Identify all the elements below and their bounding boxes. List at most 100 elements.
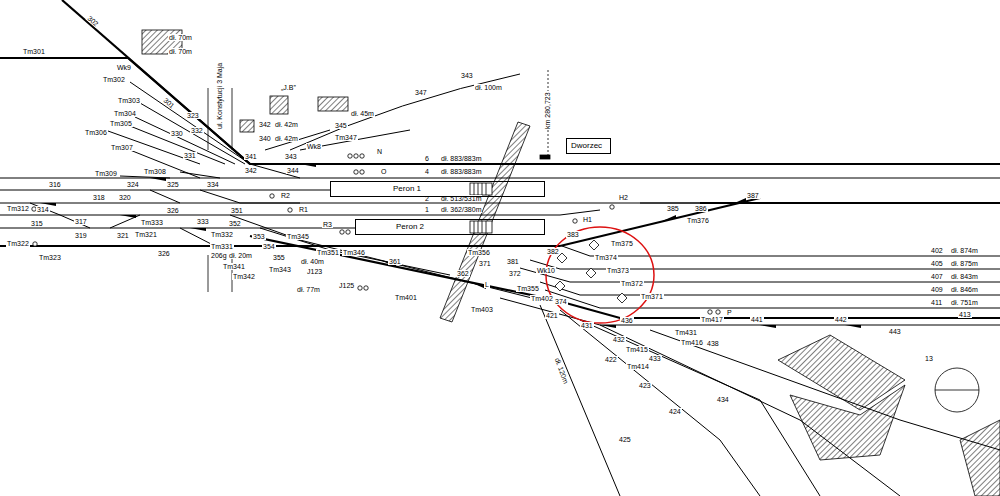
- track-label: 347: [414, 89, 428, 96]
- track-label: 355: [272, 254, 286, 261]
- track-label: 434: [716, 396, 730, 403]
- track-label: 1: [424, 206, 430, 213]
- track-label: dł. 846m: [950, 286, 979, 293]
- track-label: 330: [170, 130, 184, 137]
- track-label: 6: [424, 155, 430, 162]
- track-label: 343: [284, 153, 298, 160]
- track-label: 433: [648, 355, 662, 362]
- highlight-ring: [546, 227, 654, 323]
- track-label: dł. 875m: [950, 260, 979, 267]
- track-label: 351: [230, 207, 244, 214]
- track-label: 321: [116, 232, 130, 239]
- station-building: Dworzec: [566, 138, 611, 154]
- track-label: 342: [244, 167, 258, 174]
- track-label: Tm304: [113, 110, 137, 117]
- track-label: Tm309: [94, 170, 118, 177]
- track-label: O: [380, 168, 387, 175]
- track-label: Tm347: [334, 134, 358, 141]
- track-label: ul. Konstytucji 3 Maja: [216, 62, 223, 130]
- track-label: Tm356: [467, 249, 491, 256]
- track-label: dł. 20m: [228, 252, 253, 259]
- tracks-thick: [0, 0, 1000, 318]
- track-label: P: [726, 309, 733, 316]
- track-label: Tm305: [109, 120, 133, 127]
- track-label: 317: [74, 218, 88, 225]
- track-label: Tm346: [342, 249, 366, 256]
- track-label: dł. 362/380m: [440, 206, 482, 213]
- track-label: 315: [30, 220, 44, 227]
- track-label: Tm374: [594, 254, 618, 261]
- track-label: Tm417: [700, 316, 724, 323]
- track-label: 333: [196, 218, 210, 225]
- track-label: J123: [306, 268, 323, 275]
- track-label: 387: [746, 192, 760, 199]
- track-label: dł. 883/883m: [440, 155, 482, 162]
- track-label: 326: [157, 250, 171, 257]
- track-label: dł. 70m: [168, 34, 193, 41]
- track-label: 413: [958, 311, 972, 318]
- node-label: Dworzec: [571, 142, 602, 150]
- track-label: L: [484, 281, 490, 288]
- track-label: Tm375: [610, 240, 634, 247]
- track-label: Tm376: [686, 217, 710, 224]
- track-label: 331: [183, 152, 197, 159]
- track-label: 421: [545, 312, 559, 319]
- track-label: 341: [244, 153, 258, 160]
- track-label: dł. 42m: [274, 121, 299, 128]
- track-label: 411: [930, 299, 943, 306]
- track-label: 314: [36, 206, 50, 213]
- track-label: 409: [930, 286, 944, 293]
- track-label: Tm308: [143, 168, 167, 175]
- track-label: Tm331: [210, 243, 234, 250]
- track-label: Tm302: [102, 76, 126, 83]
- track-label: R2: [280, 192, 291, 199]
- track-label: Tm322: [6, 240, 30, 247]
- track-label: 316: [48, 181, 62, 188]
- track-label: 405: [930, 260, 944, 267]
- track-label: km 280,723: [544, 91, 551, 130]
- track-label: 352: [228, 220, 242, 227]
- track-label: Tm301: [22, 48, 46, 55]
- track-label: N: [376, 148, 383, 155]
- track-label: 386: [694, 205, 708, 212]
- track-label: 407: [930, 273, 944, 280]
- track-label: dł. 40m: [300, 258, 325, 265]
- track-label: 371: [478, 260, 492, 267]
- track-label: Tm371: [640, 293, 664, 300]
- track-label: Tm414: [626, 363, 650, 370]
- track-label: Tm373: [606, 267, 630, 274]
- track-label: dł. 70m: [168, 48, 193, 55]
- track-label: 438: [706, 340, 720, 347]
- track-label: Wk9: [116, 64, 132, 71]
- track-label: Tm303: [117, 97, 141, 104]
- track-label: 372: [508, 270, 522, 277]
- track-label: 436: [620, 317, 634, 324]
- track-label: 381: [506, 258, 520, 265]
- track-label: Tm401: [394, 294, 418, 301]
- track-label: H1: [582, 216, 593, 223]
- track-label: 383: [566, 231, 580, 238]
- track-label: R1: [298, 206, 309, 213]
- track-label: 206g: [210, 252, 228, 259]
- track-label: 319: [74, 232, 88, 239]
- track-label: 423: [638, 382, 652, 389]
- track-label: Tm416: [680, 339, 704, 346]
- track-label: 354: [262, 243, 276, 250]
- track-label: Tm415: [625, 346, 649, 353]
- track-label: 320: [118, 194, 132, 201]
- tracks-thin: [0, 74, 1000, 496]
- track-label: „J.B”: [280, 84, 297, 91]
- buildings: [142, 30, 1000, 496]
- track-label: H2: [618, 194, 629, 201]
- track-label: dł. 42m: [274, 135, 299, 142]
- platform-box: Peron 2: [355, 219, 545, 235]
- track-label: Wk10: [536, 267, 556, 274]
- track-label: 302: [86, 14, 101, 28]
- track-label: Tm343: [268, 266, 292, 273]
- track-label: 353: [252, 233, 266, 240]
- track-label: 441: [750, 316, 764, 323]
- track-label: Tm323: [38, 254, 62, 261]
- track-label: 431: [580, 322, 594, 329]
- track-label: 13: [924, 355, 934, 362]
